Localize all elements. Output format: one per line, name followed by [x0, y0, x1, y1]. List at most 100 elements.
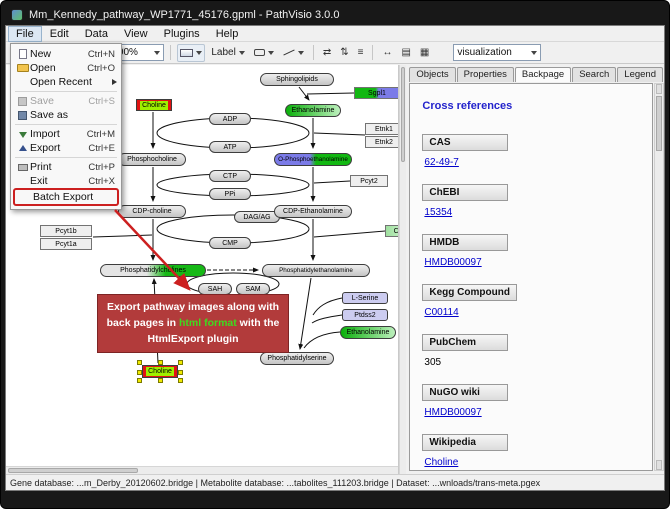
zoom-combobox[interactable]: 100% — [108, 44, 165, 61]
xref-link[interactable]: HMDB00097 — [424, 257, 482, 268]
node-phosphocholine[interactable]: Phosphocholine — [118, 153, 186, 166]
menu-item-import[interactable]: Import Ctrl+M — [12, 127, 120, 141]
menu-item-open[interactable]: Open Ctrl+O — [12, 61, 120, 75]
selection-handle[interactable] — [158, 360, 163, 365]
node-ctp[interactable]: CTP — [209, 170, 251, 182]
node-pcyt1b[interactable]: Pcyt1b — [40, 225, 92, 237]
menu-item-save-as[interactable]: Save as — [12, 108, 120, 122]
selection-handle[interactable] — [158, 378, 163, 383]
node-atp[interactable]: ATP — [209, 141, 251, 153]
line-picker-button[interactable] — [280, 44, 307, 62]
xref-link[interactable]: HMDB00097 — [424, 407, 482, 418]
menu-item-print[interactable]: Print Ctrl+P — [12, 160, 120, 174]
xref-link[interactable]: Choline — [424, 457, 459, 468]
node-phosphatidylcholines[interactable]: Phosphatidylcholines — [100, 264, 206, 277]
window-title: Mm_Kennedy_pathway_WP1771_45176.gpml - P… — [29, 9, 340, 21]
node-sgpl1[interactable]: Sgpl1 — [354, 87, 399, 99]
node-o-phosphoethanolamine[interactable]: O-Phosphoethanolamine — [274, 153, 352, 166]
menu-item-batch-export[interactable]: Batch Export — [13, 188, 119, 206]
node-choline-bottom[interactable]: Choline — [137, 360, 183, 383]
node-cdp-choline[interactable]: CDP-choline — [118, 205, 186, 218]
align-center-button[interactable]: ≡ — [355, 44, 367, 62]
chevron-down-icon — [531, 50, 538, 55]
selection-handle[interactable] — [178, 378, 183, 383]
shape-picker-button[interactable] — [251, 44, 277, 62]
scroll-up-arrow[interactable] — [656, 84, 662, 94]
canvas-horizontal-scrollbar[interactable] — [6, 466, 399, 474]
selection-handle[interactable] — [137, 360, 142, 365]
xref-link[interactable]: 15354 — [424, 207, 453, 218]
gene-node-button[interactable] — [177, 43, 206, 62]
node-l-serine[interactable]: L-Serine — [342, 292, 388, 304]
menu-file[interactable]: File — [8, 25, 42, 42]
node-phosphatidylserine[interactable]: Phosphatidylserine — [260, 352, 334, 365]
menu-edit[interactable]: Edit — [49, 27, 69, 40]
menu-item-new[interactable]: New Ctrl+N — [12, 47, 120, 61]
callout-box: Export pathway images along with back pa… — [97, 294, 289, 354]
menu-separator — [15, 91, 117, 92]
tab-search[interactable]: Search — [572, 67, 617, 82]
scrollbar-thumb[interactable] — [401, 67, 406, 162]
node-adp[interactable]: ADP — [209, 113, 251, 125]
stack-button[interactable]: ▤ — [398, 44, 413, 62]
node-etnk1[interactable]: Etnk1 — [365, 123, 399, 135]
menu-help[interactable]: Help — [215, 27, 239, 40]
tab-properties[interactable]: Properties — [456, 67, 514, 82]
distribute-horizontal-button[interactable]: ↔ — [379, 44, 395, 62]
xref-link[interactable]: 62-49-7 — [424, 157, 459, 168]
node-sphingolipids[interactable]: Sphingolipids — [260, 73, 334, 86]
node-cmp[interactable]: CMP — [209, 237, 251, 249]
tab-objects[interactable]: Objects — [409, 67, 456, 82]
xref-link[interactable]: C00114 — [424, 307, 459, 318]
toolbar-separator — [372, 45, 374, 60]
node-choline-bottom-label: Choline — [146, 367, 174, 376]
node-ppi[interactable]: PPi — [209, 188, 251, 200]
tab-backpage[interactable]: Backpage — [514, 67, 572, 82]
callout-highlight: html format — [179, 316, 237, 329]
print-icon — [15, 163, 30, 171]
node-etnk2[interactable]: Etnk2 — [365, 136, 399, 148]
node-pcyt2[interactable]: Pcyt2 — [350, 175, 388, 187]
grid-icon: ▦ — [419, 46, 430, 58]
selection-handle[interactable] — [178, 360, 183, 365]
menu-item-open-recent[interactable]: Open Recent — [12, 75, 120, 89]
node-ptdss2[interactable]: Ptdss2 — [342, 309, 388, 321]
scrollbar-thumb[interactable] — [656, 96, 662, 151]
scroll-down-arrow[interactable] — [656, 460, 662, 470]
node-cept1[interactable]: Cept1 — [385, 225, 399, 237]
node-ethanolamine-top[interactable]: Ethanolamine — [285, 104, 341, 117]
xref-source-label: ChEBI — [422, 184, 509, 201]
node-cdp-ethanolamine[interactable]: CDP-Ethanolamine — [274, 205, 352, 218]
node-dag[interactable]: DAG/AG — [234, 211, 280, 223]
visualization-combobox[interactable]: visualization — [453, 44, 542, 61]
xref-source-label: PubChem — [422, 334, 509, 351]
sidebar-scrollbar[interactable] — [654, 83, 664, 471]
save-as-icon — [15, 110, 30, 120]
align-vertical-button[interactable]: ⇅ — [337, 44, 351, 62]
menu-plugins[interactable]: Plugins — [163, 27, 200, 40]
align-horizontal-button[interactable]: ⇄ — [320, 44, 334, 62]
open-folder-icon — [15, 64, 30, 72]
node-choline-top-label: Choline — [140, 100, 168, 110]
tab-legend[interactable]: Legend — [617, 67, 663, 82]
label-node-button[interactable]: Label — [208, 44, 247, 62]
node-phosphatidylethanolamine[interactable]: Phosphatidylethanolamine — [262, 264, 370, 277]
scrollbar-thumb[interactable] — [8, 468, 138, 473]
menu-data[interactable]: Data — [84, 27, 108, 40]
menu-item-export[interactable]: Export Ctrl+E — [12, 141, 120, 155]
selection-handle[interactable] — [137, 378, 142, 383]
grid-button[interactable]: ▦ — [417, 44, 432, 62]
backpage-section: ChEBI 15354 — [422, 182, 640, 220]
menu-view[interactable]: View — [123, 27, 148, 40]
node-pcyt1a[interactable]: Pcyt1a — [40, 238, 92, 250]
shape-icon — [253, 49, 265, 56]
node-choline-top[interactable]: Choline — [136, 99, 172, 111]
submenu-arrow-icon — [112, 79, 117, 85]
selection-handle[interactable] — [178, 370, 183, 375]
canvas-vertical-scrollbar[interactable] — [399, 65, 407, 474]
menu-item-exit[interactable]: Exit Ctrl+X — [30, 175, 115, 187]
xref-source-label: Wikipedia — [422, 434, 509, 451]
node-ethanolamine-low[interactable]: Ethanolamine — [340, 326, 396, 339]
selection-handle[interactable] — [137, 370, 142, 375]
